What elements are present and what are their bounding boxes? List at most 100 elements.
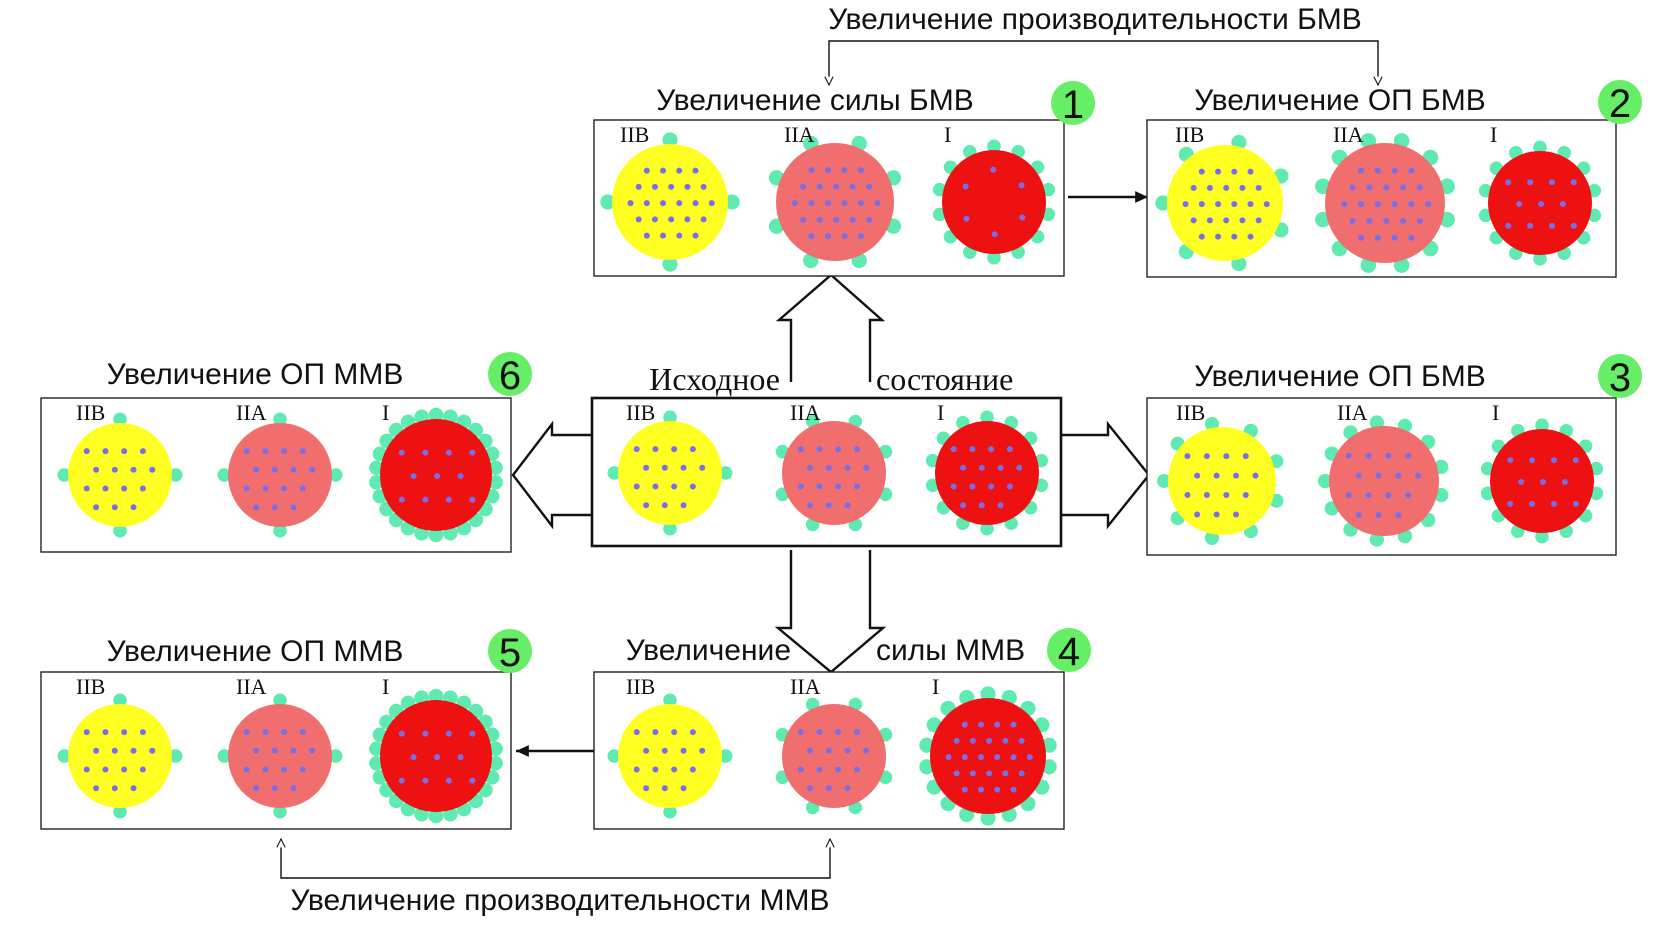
mitochondrion <box>1182 201 1189 208</box>
capillary <box>607 749 622 763</box>
panel-title: Увеличение ОП БМВ <box>1194 360 1486 393</box>
muscle-fiber-iia <box>228 704 332 808</box>
mitochondrion <box>953 737 960 744</box>
mitochondrion <box>398 730 405 737</box>
mitochondrion <box>1374 167 1381 174</box>
fiber-iia <box>775 414 893 532</box>
mitochondrion <box>661 502 668 509</box>
mitochondrion <box>1505 179 1512 186</box>
mitochondrion <box>824 200 831 207</box>
mitochondrion <box>1570 179 1577 186</box>
mitochondrion <box>1223 184 1230 191</box>
capillary <box>369 474 384 490</box>
mitochondrion <box>398 496 405 503</box>
mitochondrion <box>1018 737 1025 744</box>
panel-number: 2 <box>1609 82 1631 126</box>
mitochondrion <box>853 729 860 736</box>
capillary <box>1369 532 1385 547</box>
capillary <box>663 410 677 425</box>
fiber-type-label: IIB <box>626 400 655 425</box>
mitochondrion <box>1559 201 1566 208</box>
mitochondrion <box>807 464 814 471</box>
mitochondrion <box>253 747 260 754</box>
mitochondrion <box>1223 453 1230 460</box>
fiber-type-label: IIB <box>76 674 105 699</box>
mitochondrion <box>1255 184 1262 191</box>
mitochondrion <box>961 786 968 793</box>
mitochondrion <box>652 483 659 490</box>
mitochondrion <box>643 200 650 207</box>
mitochondrion <box>130 504 137 511</box>
fiber-type-label: IIA <box>784 122 815 147</box>
capillary <box>718 466 733 480</box>
fiber-iib <box>57 412 183 538</box>
panel-number: 5 <box>499 631 521 675</box>
mitochondrion <box>633 483 640 490</box>
mitochondrion <box>1391 201 1398 208</box>
mitochondrion <box>1365 452 1372 459</box>
mitochondrion <box>652 729 659 736</box>
capillary <box>488 474 503 490</box>
mitochondrion <box>808 233 815 240</box>
mitochondrion <box>994 721 1001 728</box>
mitochondrion <box>271 747 278 754</box>
capillary <box>607 466 622 480</box>
mitochondrion <box>680 747 687 754</box>
mitochondrion <box>1019 214 1026 221</box>
mitochondrion <box>422 449 429 456</box>
muscle-fiber-iia <box>782 704 886 808</box>
mitochondrion <box>1215 201 1222 208</box>
mitochondrion <box>797 766 804 773</box>
mitochondrion <box>635 216 642 223</box>
mitochondrion <box>961 721 968 728</box>
initial-state-title-right: состояние <box>876 361 1013 397</box>
mitochondrion <box>969 770 976 777</box>
fiber-iib <box>57 693 183 819</box>
mitochondrion <box>1018 770 1025 777</box>
mitochondrion <box>1550 500 1557 507</box>
mitochondrion <box>991 231 998 238</box>
mitochondrion <box>1223 492 1230 499</box>
mitochondrion <box>680 785 687 792</box>
mitochondrion <box>978 502 985 509</box>
mitochondrion <box>1198 201 1205 208</box>
mitochondrion <box>253 785 260 792</box>
capillary <box>980 686 996 702</box>
mitochondrion <box>422 496 429 503</box>
mitochondrion <box>1242 492 1249 499</box>
mitochondrion <box>93 504 100 511</box>
fiber-i <box>919 686 1057 826</box>
capillary <box>663 804 677 819</box>
mitochondrion <box>841 167 848 174</box>
fiber-type-label: I <box>382 674 389 699</box>
mitochondrion <box>700 216 707 223</box>
panel-title-right: силы ММВ <box>876 634 1025 667</box>
muscle-fiber-iia <box>1325 143 1445 263</box>
mitochondrion <box>988 446 995 453</box>
fiber-i <box>925 410 1049 536</box>
capillary <box>428 688 444 704</box>
mitochondrion <box>800 183 807 190</box>
capillary <box>57 468 72 482</box>
fiber-type-label: IIA <box>236 674 267 699</box>
mitochondrion <box>1194 511 1201 518</box>
mitochondrion <box>807 502 814 509</box>
muscle-fiber-iia <box>1329 426 1439 536</box>
mitochondrion <box>1206 217 1213 224</box>
mitochondrion <box>1516 201 1523 208</box>
mitochondrion <box>262 766 269 773</box>
mitochondrion <box>1395 472 1402 479</box>
mitochondrion <box>853 483 860 490</box>
capillary <box>1533 140 1547 155</box>
mitochondrion <box>469 777 476 784</box>
mitochondrion <box>684 216 691 223</box>
muscle-fiber-i <box>930 698 1046 814</box>
mitochondrion <box>844 747 851 754</box>
mitochondrion <box>102 729 109 736</box>
mitochondrion <box>1383 184 1390 191</box>
mitochondrion <box>111 747 118 754</box>
mitochondrion <box>633 446 640 453</box>
fiber-iib <box>607 410 733 536</box>
